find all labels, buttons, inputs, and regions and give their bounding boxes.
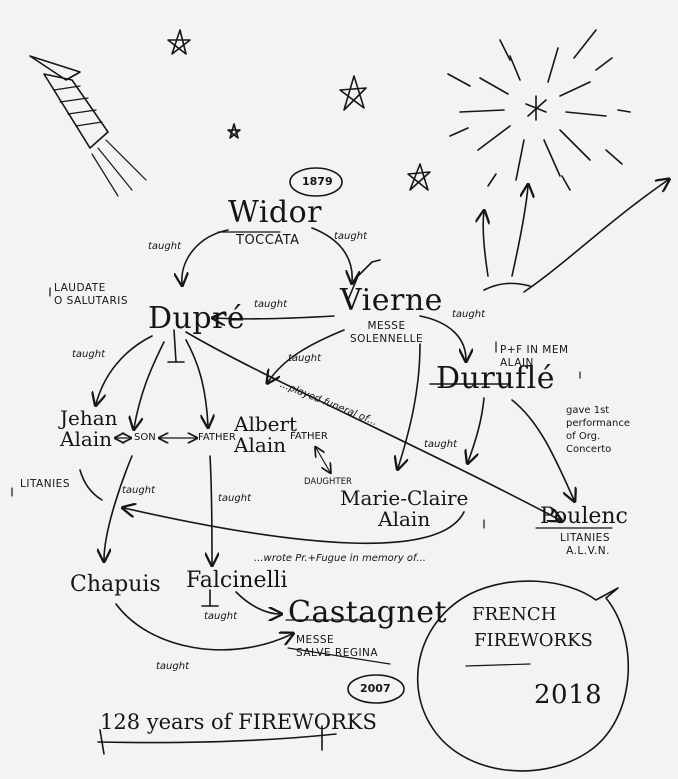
node-durufle: Duruflé: [436, 361, 555, 396]
work-litanies-alvn: LITANIES A.L.V.N.: [560, 532, 610, 558]
node-poulenc: Poulenc: [540, 504, 628, 529]
node-jehan-alain: Jehan Alain: [60, 406, 118, 451]
node-dupre: Dupré: [148, 301, 246, 336]
node-widor: Widor: [228, 195, 323, 230]
label-taught: taught: [424, 439, 457, 450]
work-litanies-jehan: LITANIES: [20, 478, 70, 490]
year-1879-oval: [289, 167, 343, 197]
rocket-icon: [29, 55, 147, 197]
bubble-year: 2018: [534, 680, 603, 710]
work-messe-salve-regina: MESSE SALVE REGINA: [296, 634, 379, 660]
footer-caption: 128 years of FIREWORKS: [100, 710, 377, 734]
label-father: FATHER: [290, 431, 328, 442]
bubble-line-1: FRENCH: [472, 604, 557, 625]
label-son: SON: [134, 432, 156, 443]
star-icon: [167, 29, 191, 55]
label-taught: taught: [218, 493, 251, 504]
firework-burst-icon: [447, 29, 631, 191]
work-pf-in-mem-alain: P+F IN MEM ALAIN: [500, 344, 569, 370]
label-wrote-prelude-fugue: ...wrote Pr.+Fugue in memory of...: [254, 553, 426, 564]
label-taught: taught: [148, 241, 181, 252]
label-taught: taught: [288, 353, 321, 364]
label-taught: taught: [156, 661, 189, 672]
label-taught: taught: [122, 485, 155, 496]
label-taught: taught: [452, 309, 485, 320]
label-taught: taught: [254, 299, 287, 310]
label-daughter: DAUGHTER: [304, 477, 352, 487]
label-taught: taught: [204, 611, 237, 622]
work-messe-solennelle: MESSE SOLENNELLE: [350, 320, 424, 346]
work-toccata: TOCCATA: [236, 233, 300, 248]
node-falcinelli: Falcinelli: [186, 568, 288, 593]
year-2007: 2007: [360, 682, 391, 695]
node-chapuis: Chapuis: [70, 572, 161, 597]
star-icon: [407, 163, 431, 191]
bubble-line-2: FIREWORKS: [474, 630, 593, 651]
star-icon: [227, 123, 241, 139]
label-gave-first-performance: gave 1st performance of Org. Concerto: [566, 405, 631, 455]
star-icon: [339, 75, 367, 111]
bubble-outline: [417, 580, 630, 772]
label-taught: taught: [72, 349, 105, 360]
node-albert-alain: Albert Alain: [234, 412, 298, 457]
node-castagnet: Castagnet: [288, 595, 448, 630]
node-vierne: Vierne: [340, 283, 443, 318]
node-marie-claire-alain: Marie-Claire Alain: [340, 486, 469, 531]
year-2007-oval: [347, 674, 405, 704]
year-1879: 1879: [302, 175, 333, 188]
label-taught: taught: [334, 231, 367, 242]
work-laudate: LAUDATE O SALUTARIS: [54, 282, 128, 308]
label-father: FATHER: [198, 432, 236, 443]
